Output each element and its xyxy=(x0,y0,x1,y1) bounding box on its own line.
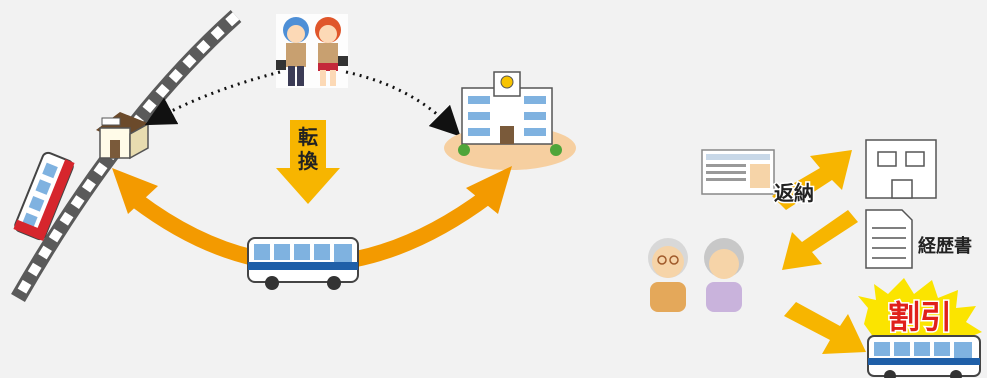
elderly-couple-icon xyxy=(648,238,744,312)
train-icon xyxy=(13,151,75,241)
dotted-arrow-to-station xyxy=(144,70,281,126)
transfer-label-2: 換 xyxy=(298,149,319,173)
dotted-arrow-to-school xyxy=(345,70,461,137)
discount-burst xyxy=(858,278,982,344)
station-icon xyxy=(96,112,150,160)
students-icon xyxy=(276,14,348,88)
school-icon xyxy=(444,71,576,170)
to-elderly-arrow xyxy=(782,210,858,270)
office-building-icon xyxy=(865,139,937,199)
transfer-down-arrow xyxy=(276,120,340,204)
return-label: 返納 xyxy=(774,181,814,205)
discount-label: 割引 xyxy=(888,298,952,336)
return-arrow xyxy=(772,150,852,210)
discount-bus-icon xyxy=(867,335,981,378)
bus-icon xyxy=(247,237,359,290)
to-discount-arrow xyxy=(784,302,866,354)
document-icon xyxy=(865,209,913,269)
resume-label: 経歴書 xyxy=(918,235,972,257)
license-card-icon xyxy=(701,149,775,195)
transfer-label-1: 転 xyxy=(298,125,318,149)
